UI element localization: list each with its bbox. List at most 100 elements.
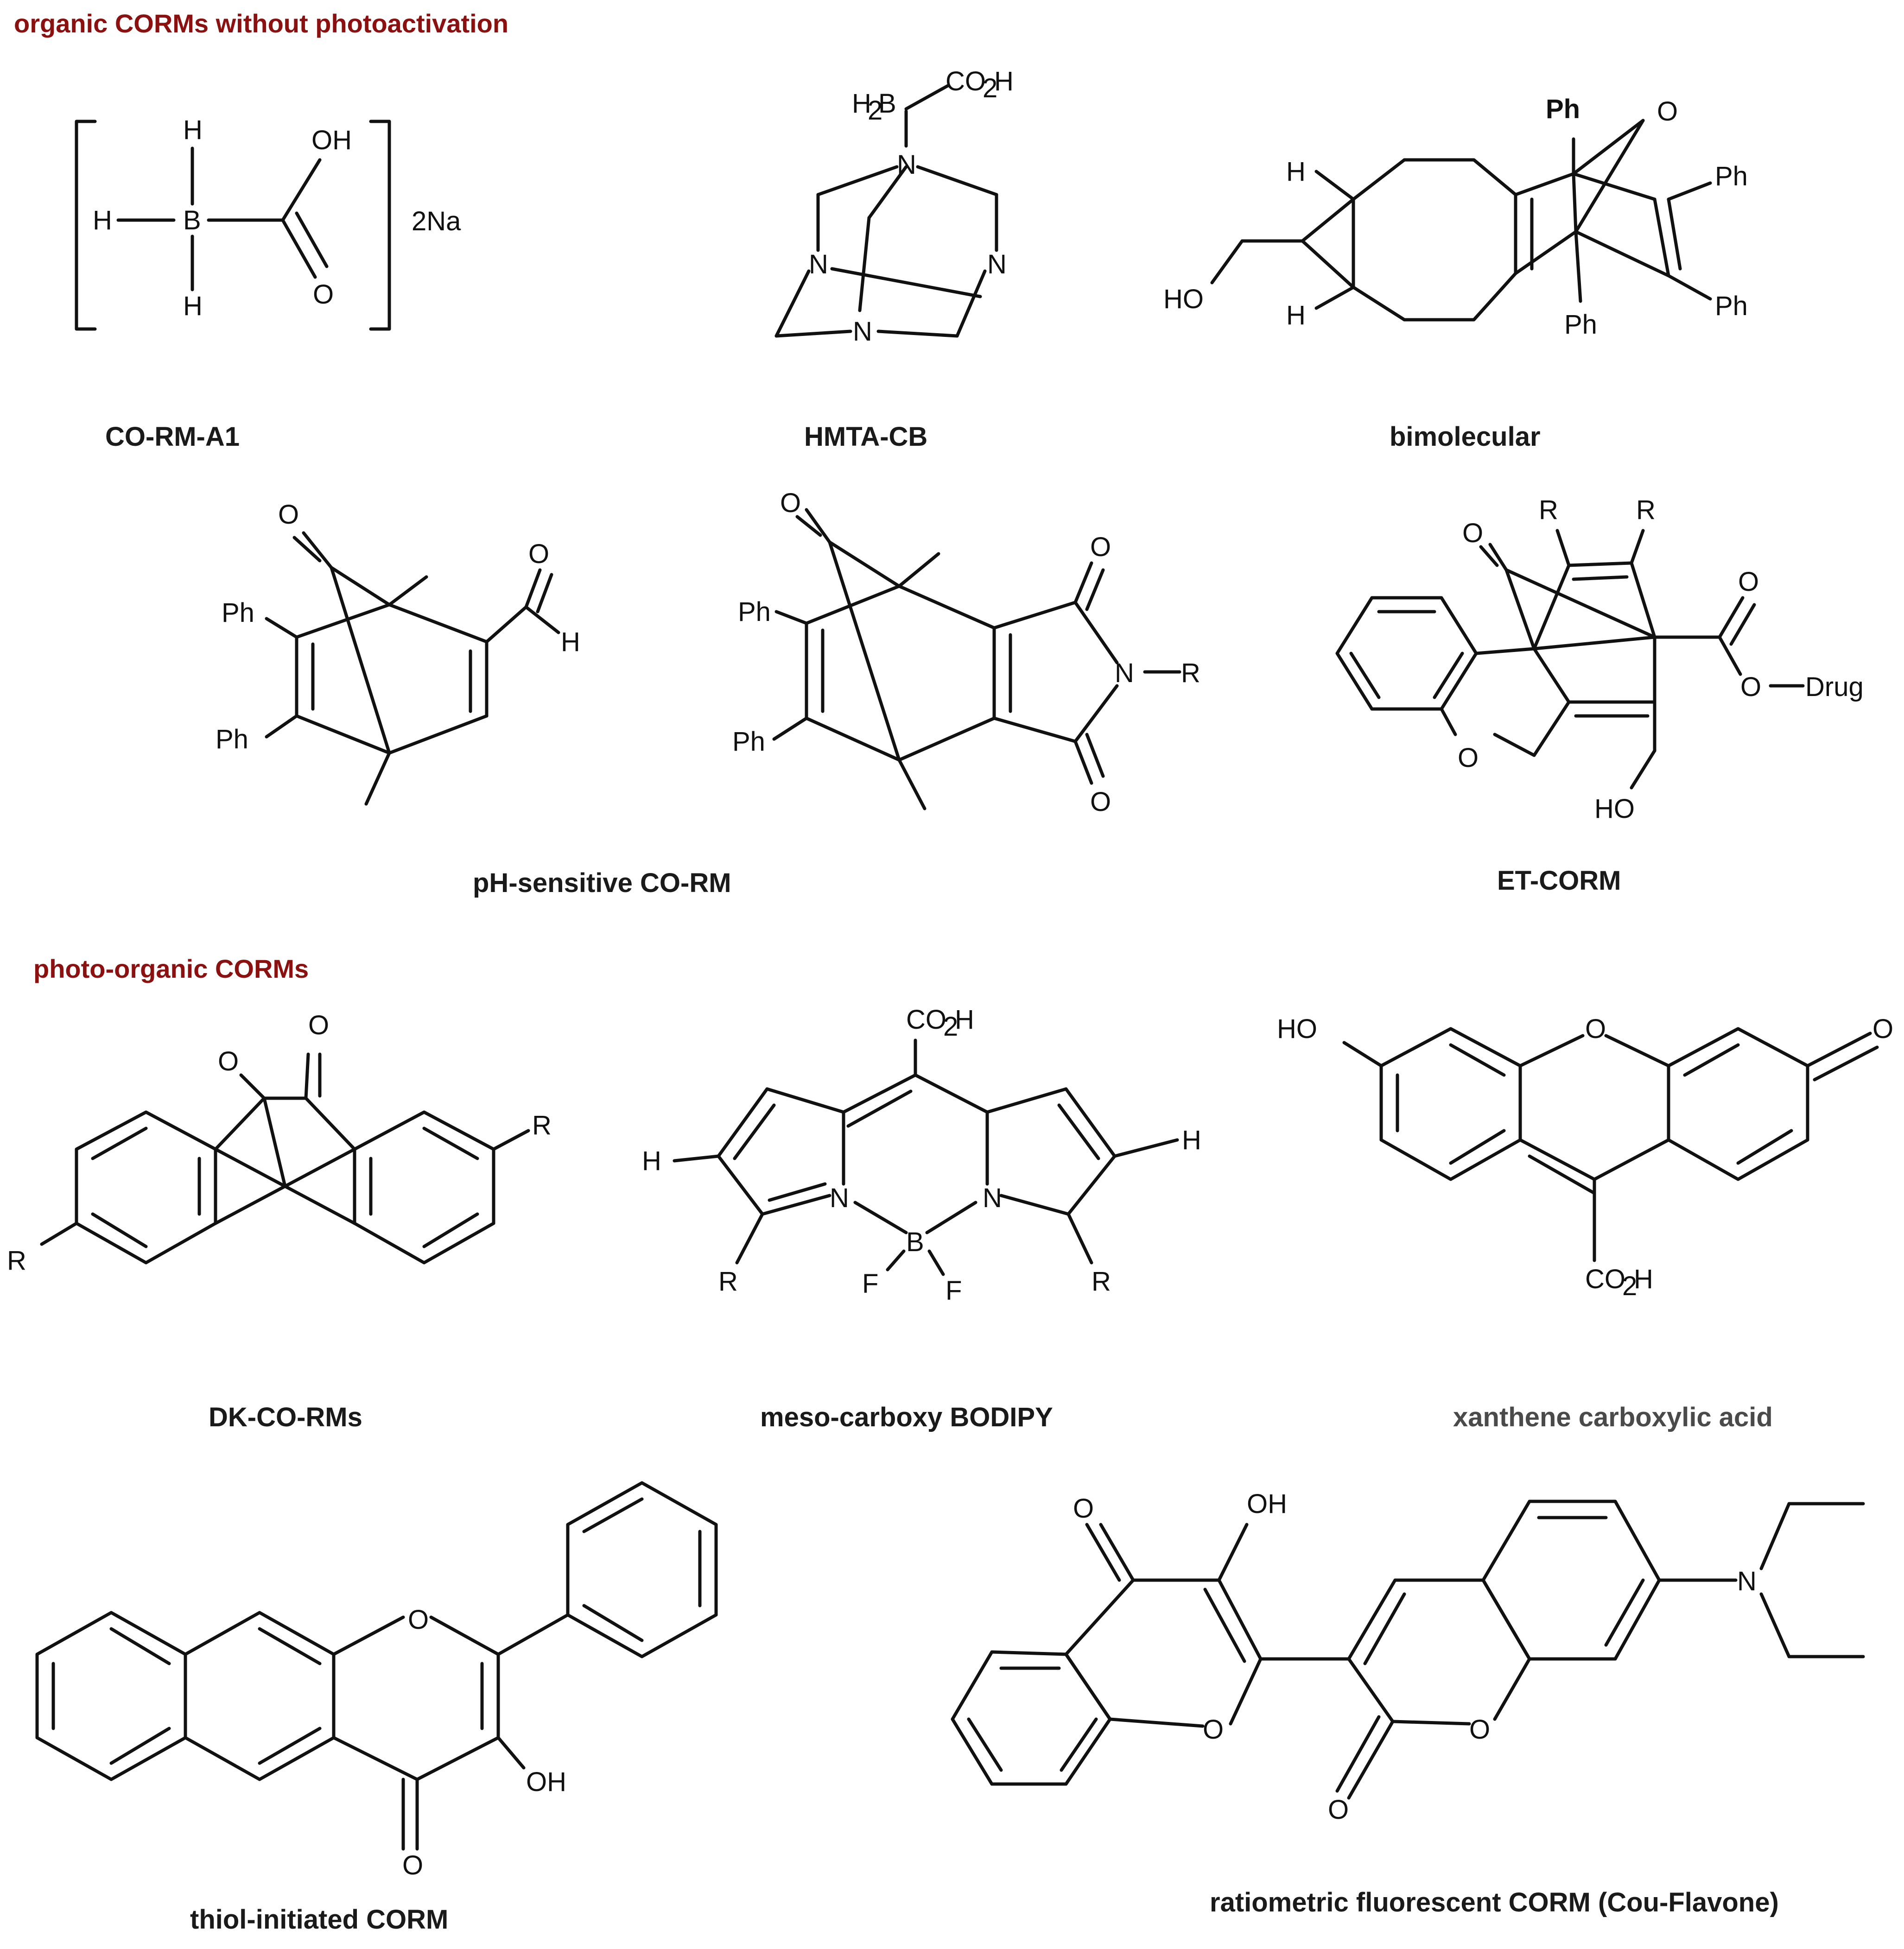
substituent-r: R (1636, 495, 1656, 525)
atom-n: N (1115, 658, 1134, 688)
atom-o: O (313, 279, 334, 310)
atom-h2: H (852, 89, 871, 119)
atom-co: CO (1585, 1264, 1625, 1294)
atom-n: N (983, 1183, 1002, 1213)
subscript-2: 2 (983, 73, 997, 103)
atom-o: O (1328, 1795, 1349, 1825)
atom-o: O (1738, 567, 1759, 597)
atom-h: H (994, 66, 1014, 96)
atom-o: O (1462, 518, 1483, 548)
atom-n: N (809, 249, 828, 279)
atom-o: O (1872, 1014, 1893, 1044)
subscript-2: 2 (943, 1012, 958, 1042)
atom-o: O (1090, 787, 1111, 817)
structure-bimolecular: H H HO Ph O Ph Ph Ph (1163, 94, 1748, 340)
atom-o: O (1657, 96, 1678, 127)
substituent-ph: Ph (732, 727, 765, 757)
substituent-ph: Ph (1715, 161, 1748, 191)
substituent-r: R (1092, 1266, 1111, 1297)
caption-hmta-cb: HMTA-CB (804, 422, 927, 452)
atom-o: O (402, 1850, 423, 1880)
atom-n: N (987, 249, 1007, 279)
atom-n: N (853, 316, 872, 347)
structure-et-corm: O O R R O O Drug HO (1335, 495, 1864, 824)
atom-n: N (830, 1183, 849, 1213)
atom-o: O (780, 488, 801, 518)
structure-corm-a1: H B H H OH O 2Na (75, 115, 461, 331)
caption-et-corm: ET-CORM (1497, 866, 1621, 896)
caption-meso-bodipy: meso-carboxy BODIPY (760, 1402, 1053, 1432)
atom-oh: OH (526, 1767, 566, 1797)
atom-co: CO (946, 66, 986, 96)
caption-ratiometric: ratiometric fluorescent CORM (Cou-Flavon… (1210, 1887, 1779, 1917)
caption-corm-a1: CO-RM-A1 (105, 422, 240, 452)
substituent-r: R (718, 1266, 738, 1297)
atom-h: H (183, 291, 203, 321)
section-title-photo: photo-organic CORMs (33, 954, 309, 983)
structure-thiol-initiated: O O OH (35, 1481, 718, 1880)
atom-co: CO (906, 1005, 946, 1035)
caption-bimolecular: bimolecular (1390, 422, 1541, 452)
atom-h: H (561, 627, 580, 657)
structure-dk-co-rms: O O R R (7, 1010, 552, 1276)
atom-o: O (1585, 1014, 1606, 1044)
section-title-no-photo: organic CORMs without photoactivation (14, 9, 508, 38)
atom-h: H (93, 205, 112, 235)
atom-h: H (642, 1146, 661, 1176)
counter-ion: 2Na (412, 206, 461, 236)
substituent-r: R (7, 1246, 26, 1276)
structure-ph-sensitive-left: O O H Ph Ph (216, 500, 580, 806)
atom-n: N (1737, 1566, 1757, 1596)
subscript-2: 2 (1622, 1271, 1637, 1301)
atom-o: O (1090, 532, 1111, 562)
atom-ho: HO (1163, 284, 1204, 314)
substituent-r: R (532, 1110, 552, 1140)
substituent-r: R (1539, 495, 1558, 525)
atom-h: H (183, 115, 203, 145)
atom-h: H (1634, 1264, 1653, 1294)
atom-o: O (308, 1010, 329, 1040)
atom-b: B (183, 205, 201, 235)
atom-h: H (955, 1005, 974, 1035)
structure-ph-sensitive-right: O O O N R Ph Ph (732, 488, 1200, 817)
substituent-r: R (1181, 658, 1200, 688)
substituent-ph: Ph (738, 597, 771, 627)
atom-o: O (278, 500, 299, 530)
atom-f: F (946, 1276, 962, 1306)
atom-oh: OH (1247, 1489, 1287, 1519)
structure-cou-flavone: O OH O O O N (951, 1489, 1865, 1825)
atom-o: O (1203, 1715, 1224, 1745)
caption-ph-sensitive: pH-sensitive CO-RM (473, 868, 731, 898)
atom-o: O (1469, 1715, 1490, 1745)
caption-dk-co-rms: DK-CO-RMs (209, 1402, 362, 1432)
atom-o: O (528, 539, 549, 569)
substituent-drug: Drug (1805, 672, 1864, 702)
structure-xanthene: HO O O CO 2 H (1277, 1014, 1893, 1301)
caption-thiol: thiol-initiated CORM (190, 1905, 448, 1935)
atom-h: H (1182, 1125, 1201, 1155)
substituent-ph: Ph (1546, 94, 1580, 124)
substituent-ph: Ph (1564, 310, 1597, 340)
structure-meso-bodipy: CO 2 H N N B F F H H R R (642, 1005, 1201, 1306)
atom-o: O (1740, 672, 1761, 702)
atom-o: O (1458, 743, 1479, 773)
atom-o: O (218, 1046, 239, 1076)
atom-oh: OH (311, 125, 352, 155)
atom-b: B (906, 1227, 924, 1257)
atom-o: O (1073, 1493, 1094, 1524)
atom-f: F (862, 1269, 878, 1299)
atom-n: N (897, 150, 916, 180)
atom-o: O (408, 1605, 429, 1635)
caption-xanthene: xanthene carboxylic acid (1453, 1402, 1773, 1432)
atom-ho: HO (1594, 794, 1635, 824)
substituent-ph: Ph (1715, 291, 1748, 321)
atom-ho: HO (1277, 1014, 1317, 1044)
atom-b: B (878, 89, 896, 119)
structure-hmta-cb: H 2 B CO 2 H N N N N (774, 66, 1014, 347)
atom-h: H (1286, 300, 1306, 330)
subscript-2: 2 (868, 95, 882, 126)
substituent-ph: Ph (216, 724, 248, 754)
atom-h: H (1286, 157, 1306, 187)
substituent-ph: Ph (222, 598, 254, 628)
